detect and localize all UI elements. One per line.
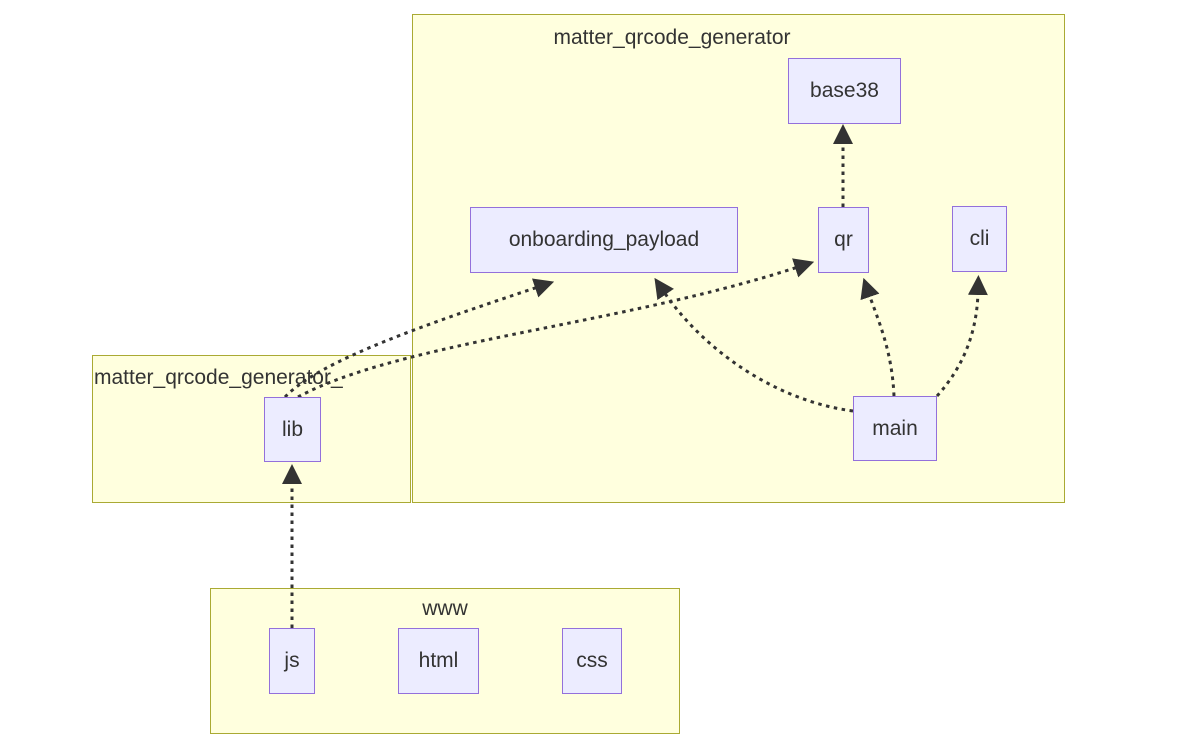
node-cli: cli xyxy=(952,206,1007,272)
node-label-html: html xyxy=(418,649,459,672)
node-label-css: css xyxy=(576,649,608,672)
cluster-title-www: www xyxy=(422,597,468,620)
node-qr: qr xyxy=(818,207,869,273)
node-label-main: main xyxy=(872,416,918,440)
node-base38: base38 xyxy=(788,58,901,124)
node-label-onboarding-payload: onboarding_payload xyxy=(508,228,700,251)
cluster-title-matter-qrcode-generator: matter_qrcode_generator xyxy=(553,26,791,49)
node-lib: lib xyxy=(264,397,321,462)
node-label-lib: lib xyxy=(281,417,303,441)
node-js: js xyxy=(269,628,315,694)
node-label-cli: cli xyxy=(969,227,990,250)
node-label-qr: qr xyxy=(834,228,853,251)
node-main: main xyxy=(853,396,937,461)
node-css: css xyxy=(562,628,622,694)
node-onboarding-payload: onboarding_payload xyxy=(470,207,738,273)
node-html: html xyxy=(398,628,479,694)
cluster-title-matter-qrcode-generator-lib: matter_qrcode_generator_ xyxy=(94,366,343,389)
node-label-base38: base38 xyxy=(810,79,879,102)
node-label-js: js xyxy=(284,649,300,672)
